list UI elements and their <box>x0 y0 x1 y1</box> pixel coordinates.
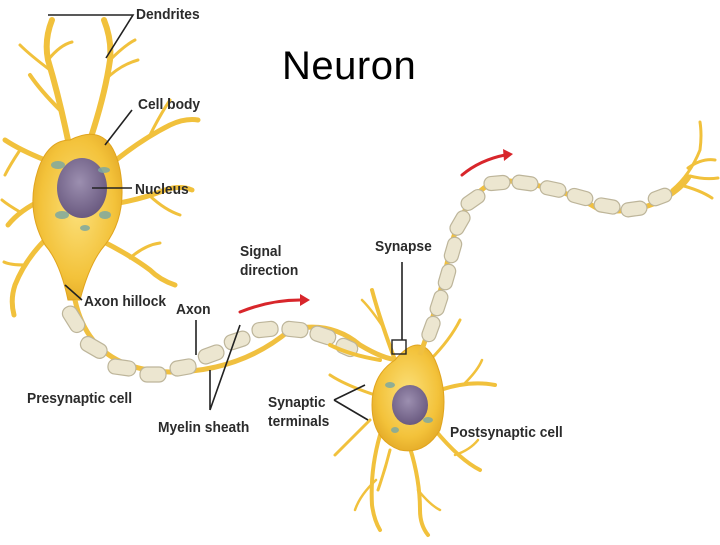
label-cell-body: Cell body <box>138 96 201 113</box>
label-axon-hillock: Axon hillock <box>84 293 167 310</box>
postsynaptic-nucleus <box>392 385 428 425</box>
signal-arrow-upper <box>460 153 507 177</box>
signal-direction-arrows <box>238 153 507 314</box>
axon-terminal-branches <box>670 120 720 200</box>
label-synaptic-terminals-1: Synaptic <box>268 394 326 411</box>
label-synaptic-terminals-2: terminals <box>268 413 330 430</box>
label-presynaptic-cell: Presynaptic cell <box>27 390 133 407</box>
leader-lines <box>48 14 403 421</box>
signal-arrowhead-lower <box>300 294 310 306</box>
label-signal-direction-2: direction <box>240 262 299 279</box>
presynaptic-nucleus <box>57 158 107 218</box>
label-dendrites: Dendrites <box>136 6 200 23</box>
signal-arrow-lower <box>238 298 302 314</box>
myelin-sheath-segments-2 <box>421 174 673 343</box>
label-postsynaptic-cell: Postsynaptic cell <box>450 424 563 441</box>
label-synapse: Synapse <box>375 238 432 255</box>
signal-arrowhead-upper <box>503 149 513 161</box>
page-title: Neuron <box>282 44 417 88</box>
presynaptic-dendrites <box>0 17 201 318</box>
label-nucleus: Nucleus <box>135 181 189 198</box>
organelles <box>51 161 111 231</box>
synapse-box <box>391 339 407 355</box>
label-myelin-sheath: Myelin sheath <box>158 419 250 436</box>
label-axon: Axon <box>176 301 211 318</box>
myelin-sheath-segments <box>61 305 359 383</box>
label-signal-direction-1: Signal <box>240 243 282 260</box>
